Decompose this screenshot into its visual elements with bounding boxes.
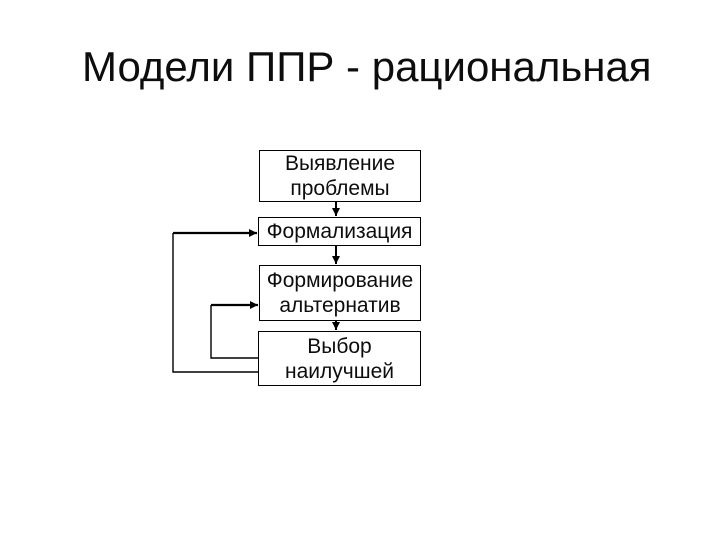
feedback-loop-outer-line: [172, 233, 258, 373]
flow-node-label: Формализация: [266, 220, 413, 243]
flow-node-form-alternatives: Формирование альтернатив: [259, 265, 421, 321]
slide-title: Модели ППР - рациональная: [82, 43, 652, 90]
feedback-loop-inner-line: [210, 305, 258, 359]
flow-node-label: Формирование альтернатив: [266, 269, 414, 317]
flow-node-choose-best: Выбор наилучшей: [258, 331, 421, 386]
flow-node-identify-problem: Выявление проблемы: [259, 150, 421, 202]
flow-node-formalization: Формализация: [258, 217, 421, 246]
flow-node-label: Выявление проблемы: [284, 152, 396, 200]
flow-node-label: Выбор наилучшей: [285, 334, 394, 383]
